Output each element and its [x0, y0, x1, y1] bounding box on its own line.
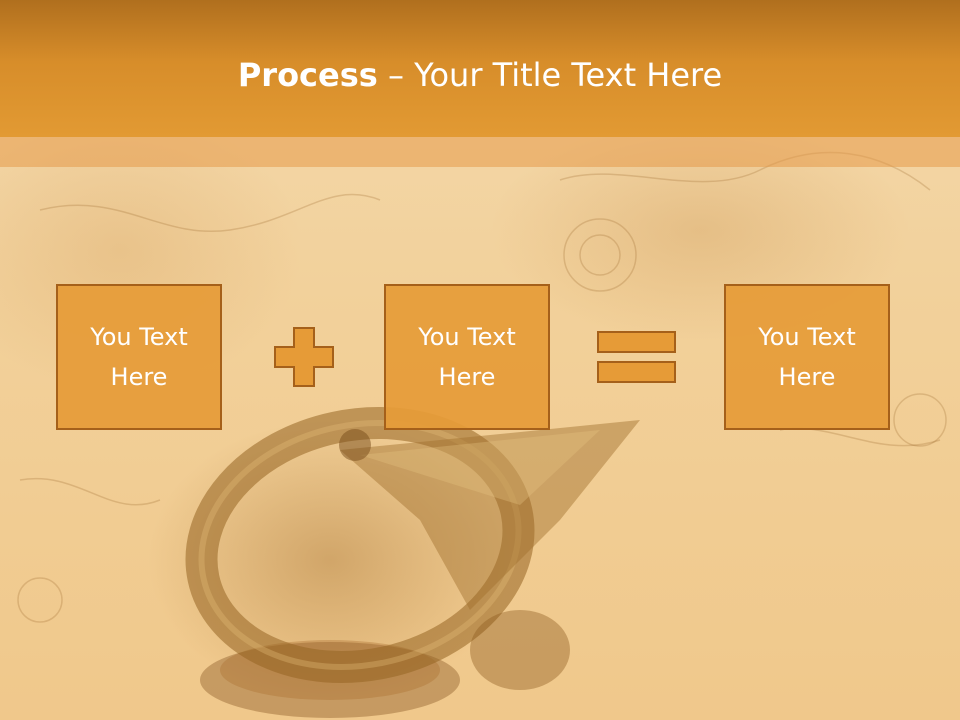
title-bold-part: Process	[237, 56, 378, 94]
process-box-2[interactable]: You Text Here	[384, 284, 550, 430]
process-box-3[interactable]: You Text Here	[724, 284, 890, 430]
equals-icon	[597, 331, 677, 389]
slide-title: Process – Your Title Text Here	[0, 52, 960, 98]
plus-icon	[274, 327, 334, 391]
title-separator: –	[377, 56, 415, 94]
process-box-1[interactable]: You Text Here	[56, 284, 222, 430]
process-box-1-text: You Text Here	[90, 323, 188, 391]
process-box-2-text: You Text Here	[418, 323, 516, 391]
title-bar-band	[0, 137, 960, 167]
title-rest: Your Title Text Here	[414, 56, 723, 94]
process-box-3-text: You Text Here	[758, 323, 856, 391]
title-bar	[0, 0, 960, 137]
